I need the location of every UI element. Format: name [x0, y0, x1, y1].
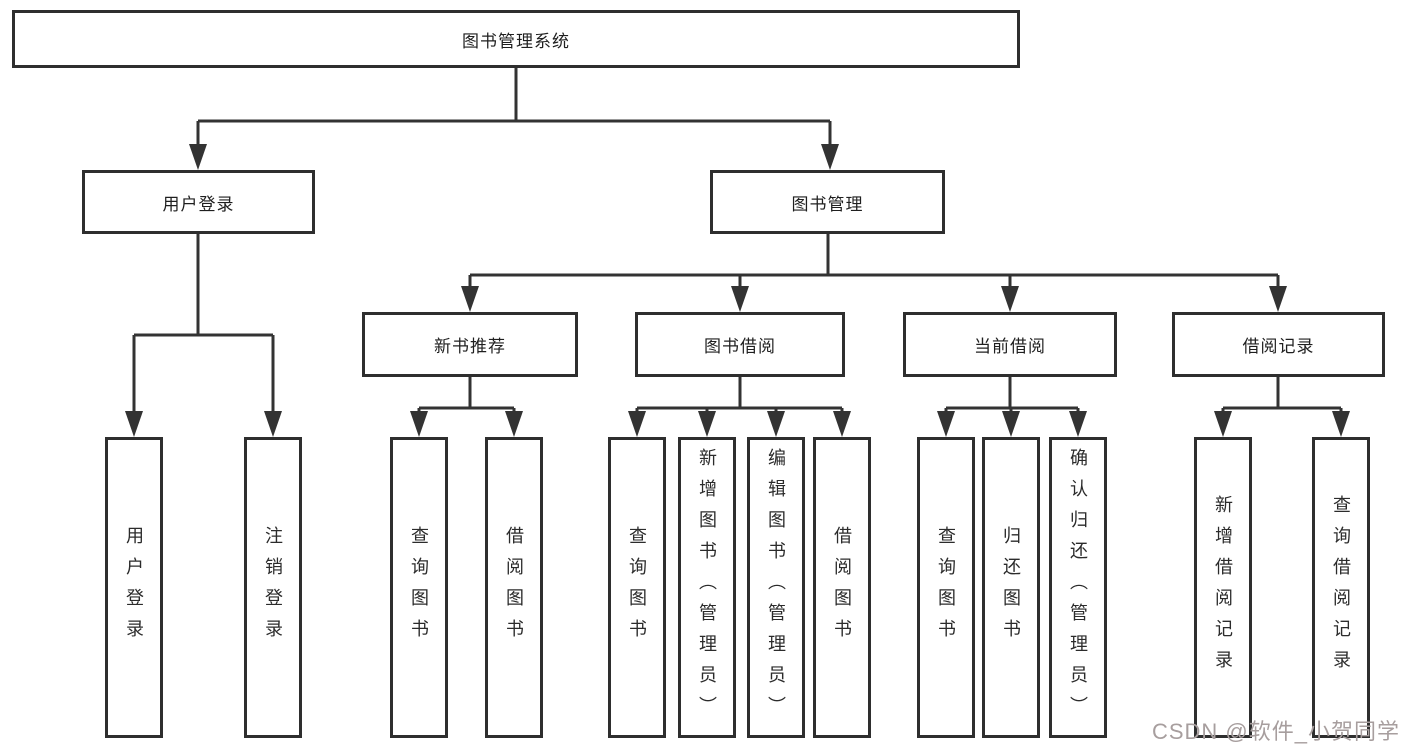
node-label: 新增借阅记录	[1213, 494, 1233, 681]
arrowhead	[1332, 411, 1350, 437]
arrowhead	[628, 411, 646, 437]
node-label: 用户登录	[124, 525, 144, 650]
node-label: 编辑图书（管理员）	[766, 448, 786, 727]
leaf-add-book-admin: 新增图书（管理员）	[678, 437, 736, 738]
node-label: 查询图书	[409, 525, 429, 650]
leaf-confirm-return-admin: 确认归还（管理员）	[1049, 437, 1107, 738]
leaf-logout: 注销登录	[244, 437, 302, 738]
leaf-recommend-query-book: 查询图书	[390, 437, 448, 738]
node-label: 查询借阅记录	[1331, 494, 1351, 681]
node-label: 图书管理系统	[462, 31, 570, 51]
node-label: 新增图书（管理员）	[697, 448, 717, 727]
node-label: 归还图书	[1001, 525, 1021, 650]
arrowhead	[461, 286, 479, 312]
node-root-system: 图书管理系统	[12, 10, 1020, 68]
node-label: 用户登录	[162, 194, 235, 214]
node-label: 借阅图书	[832, 525, 852, 650]
node-borrow-record: 借阅记录	[1172, 312, 1385, 377]
arrowhead	[1214, 411, 1232, 437]
leaf-query-borrow-record: 查询借阅记录	[1312, 437, 1370, 738]
arrowhead	[410, 411, 428, 437]
leaf-borrow-book: 借阅图书	[813, 437, 871, 738]
node-label: 查询图书	[627, 525, 647, 650]
arrowhead	[264, 411, 282, 437]
leaf-add-borrow-record: 新增借阅记录	[1194, 437, 1252, 738]
node-current-borrow: 当前借阅	[903, 312, 1117, 377]
leaf-borrow-query-book: 查询图书	[608, 437, 666, 738]
arrowhead	[1269, 286, 1287, 312]
node-label: 图书管理	[791, 194, 864, 214]
leaf-recommend-borrow-book: 借阅图书	[485, 437, 543, 738]
arrowhead	[937, 411, 955, 437]
node-label: 当前借阅	[974, 337, 1046, 356]
arrowhead	[1001, 286, 1019, 312]
arrowhead	[505, 411, 523, 437]
node-book-borrow: 图书借阅	[635, 312, 845, 377]
arrowhead	[189, 144, 207, 170]
node-label: 确认归还（管理员）	[1068, 448, 1088, 727]
node-label: 查询图书	[936, 525, 956, 650]
arrowhead	[1069, 411, 1087, 437]
arrowhead	[833, 411, 851, 437]
node-label: 图书借阅	[704, 337, 776, 356]
leaf-edit-book-admin: 编辑图书（管理员）	[747, 437, 805, 738]
arrowhead	[821, 144, 839, 170]
node-label: 新书推荐	[434, 337, 506, 356]
arrowhead	[731, 286, 749, 312]
leaf-user-login: 用户登录	[105, 437, 163, 738]
arrowhead	[125, 411, 143, 437]
arrowhead	[1002, 411, 1020, 437]
csdn-watermark: CSDN @软件_小贺同学	[1151, 719, 1400, 744]
node-book-management: 图书管理	[710, 170, 945, 234]
node-new-book-recommend: 新书推荐	[362, 312, 578, 377]
arrowhead	[698, 411, 716, 437]
leaf-return-book: 归还图书	[982, 437, 1040, 738]
node-label: 借阅图书	[504, 525, 524, 650]
node-user-login: 用户登录	[82, 170, 315, 234]
arrowhead	[767, 411, 785, 437]
leaf-current-query-book: 查询图书	[917, 437, 975, 738]
node-label: 注销登录	[263, 525, 283, 650]
node-label: 借阅记录	[1242, 337, 1315, 356]
